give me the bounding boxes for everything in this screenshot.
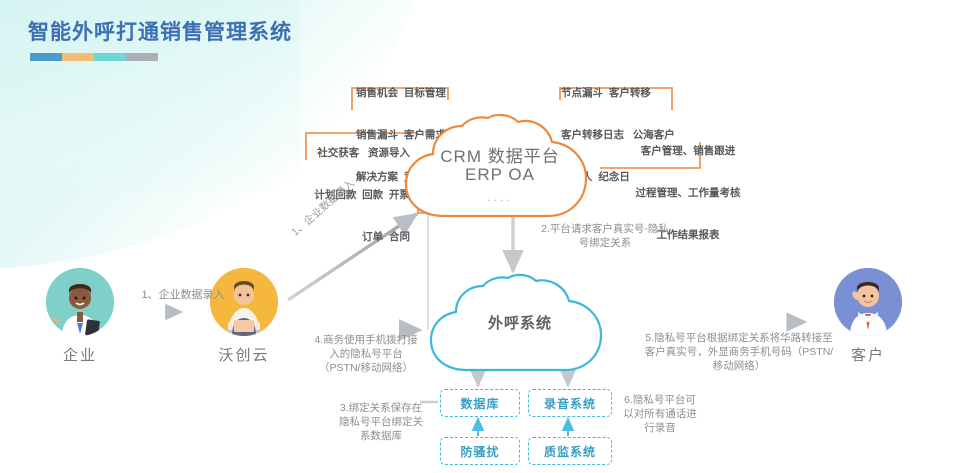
customer-person-illustration <box>834 268 902 336</box>
crm-features-mid-left: 社交获客 资源导入 计划回款 回款 开票 订单 合同 <box>292 118 410 272</box>
feature-line: 客户管理、销售跟进 <box>640 145 736 157</box>
avatar-wochuangyun <box>210 268 278 336</box>
avatar-enterprise <box>46 268 114 336</box>
actor-enterprise-label: 企业 <box>62 347 97 364</box>
avatar-customer <box>834 268 902 336</box>
feature-line: 工作结果报表 <box>656 229 720 241</box>
wochuangyun-person-illustration <box>210 268 278 336</box>
actor-wochuangyun-label: 沃创云 <box>218 347 270 364</box>
feature-line: 销售漏斗 客户需求 <box>356 129 446 141</box>
feature-line: 计划回款 回款 开票 <box>314 189 410 201</box>
subsystem-recording[interactable]: 录音系统 <box>528 389 612 417</box>
accent-segment-1 <box>30 53 62 61</box>
enterprise-person-illustration <box>46 268 114 336</box>
actor-enterprise: 企业 <box>20 268 140 365</box>
feature-line: 订单 合同 <box>362 231 410 243</box>
feature-line: 客户转移日志 公海客户 <box>561 129 675 141</box>
accent-segment-3 <box>94 53 126 61</box>
step-3-label: 3.绑定关系保存在 隐私号平台绑定关 系数据库 <box>339 402 423 442</box>
step-2-label: 2.平台请求客户真实号-隐私 号绑定关系 <box>541 223 669 249</box>
step-4-label: 4.商务使用手机拨打接 入的隐私号平台 （PSTN/移动网络） <box>314 334 418 374</box>
step-1-horizontal-label: 1、企业数据录入 <box>141 289 225 301</box>
step-5-label: 5.隐私号平台根据绑定关系将华路转接至 客户真实号，外显商务手机号码（PSTN/… <box>644 332 834 372</box>
feature-line: 销售机会 目标管理 <box>356 87 446 99</box>
subsystem-database[interactable]: 数据库 <box>440 389 520 417</box>
accent-segment-2 <box>62 53 94 61</box>
outbound-call-system-cloud: 外呼系统 <box>425 273 615 375</box>
subsystem-quality[interactable]: 质监系统 <box>528 437 612 465</box>
feature-line: 节点漏斗 客户转移 <box>561 87 651 99</box>
accent-color-bar <box>30 53 158 61</box>
feature-line: 社交获客 资源导入 <box>317 147 410 159</box>
feature-line: 过程管理、工作量考核 <box>635 187 741 199</box>
subsystem-antiharass[interactable]: 防骚扰 <box>440 437 520 465</box>
crm-platform-cloud: CRM 数据平台 ERP OA .... <box>400 113 600 222</box>
accent-segment-4 <box>126 53 158 61</box>
step-6-label: 6.隐私号平台可 以对所有通话进 行录音 <box>623 394 697 434</box>
crm-features-mid-right: 客户管理、销售跟进 过程管理、工作量考核 工作结果报表 <box>608 116 768 270</box>
actor-customer: 客户 <box>808 268 928 365</box>
page-title: 智能外呼打通销售管理系统 <box>28 21 292 44</box>
actor-customer-label: 客户 <box>850 347 885 364</box>
actor-wochuangyun: 沃创云 <box>184 268 304 365</box>
